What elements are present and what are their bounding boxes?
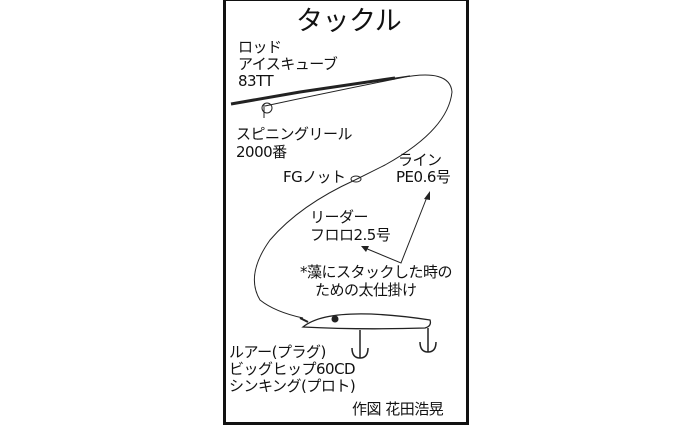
rod-name: アイスキューブ: [238, 55, 338, 73]
lure-label: ルアー(プラグ): [229, 343, 326, 361]
reel-label: スピニングリール: [236, 125, 353, 143]
lure-name: ビッグヒップ60CD: [229, 360, 356, 378]
rod-model: 83TT: [238, 72, 274, 90]
diagram-frame: [223, 0, 469, 425]
leader-label: リーダー: [310, 208, 369, 226]
main-line: [264, 74, 453, 181]
lure-icon: [299, 313, 437, 359]
knot-icon: [350, 175, 362, 183]
knot-label: FGノット: [283, 168, 346, 186]
arrowhead-leader: [361, 246, 369, 252]
line-spec: PE0.6号: [396, 168, 451, 186]
leader-spec: フロロ2.5号: [310, 226, 391, 244]
leader-line: [253, 179, 356, 319]
credit: 作図 花田浩晃: [352, 400, 444, 418]
rod-tip: [299, 75, 411, 93]
lure-type: シンキング(プロト): [229, 377, 356, 395]
arrow-lines: [364, 196, 428, 264]
diagram-title: タックル: [296, 6, 402, 37]
rod-label: ロッド: [238, 38, 282, 56]
arrowhead-line: [424, 191, 430, 200]
reel-icon: [261, 102, 273, 118]
reel-size: 2000番: [236, 143, 287, 161]
note-line1: *藻にスタックした時の: [300, 263, 453, 281]
line-label: ライン: [398, 151, 442, 169]
note-line2: ための太仕掛け: [315, 281, 417, 299]
